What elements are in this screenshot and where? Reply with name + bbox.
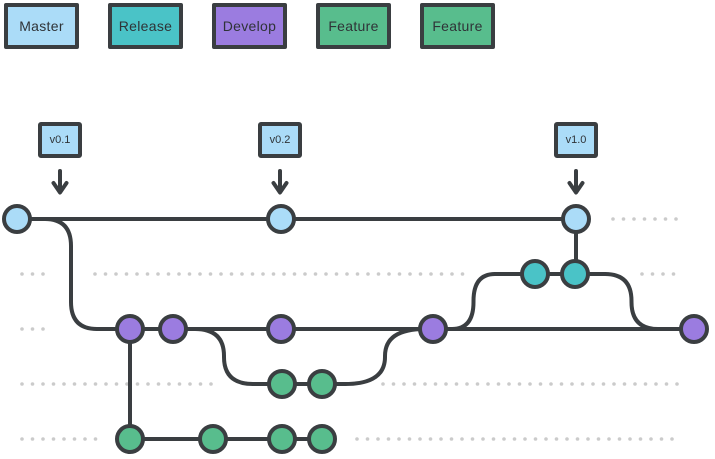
branch-feature-1-from-develop	[193, 327, 255, 386]
tag-v1-0: v1.0	[554, 122, 598, 158]
tag-label: v0.2	[269, 134, 291, 146]
legend-label: Feature	[432, 18, 483, 34]
legend-label: Master	[19, 18, 64, 34]
branch-develop-from-master	[43, 217, 99, 331]
down-arrow-icon	[567, 169, 585, 195]
legend-item-develop: Develop	[212, 3, 287, 49]
commit-develop	[418, 314, 448, 344]
commit-develop	[679, 314, 709, 344]
commit-master	[266, 204, 296, 234]
commit-feature	[198, 424, 228, 454]
commit-feature	[267, 369, 297, 399]
legend-label: Develop	[222, 18, 277, 34]
commit-develop	[266, 314, 296, 344]
commit-release	[520, 259, 550, 289]
commit-develop	[115, 314, 145, 344]
merge-feature-1-into-develop	[343, 327, 427, 386]
down-arrow-icon	[51, 169, 69, 195]
tag-v0-2: v0.2	[258, 122, 302, 158]
legend: Master Release Develop Feature Feature	[4, 3, 495, 49]
tag-v0-1: v0.1	[38, 122, 82, 158]
commit-master	[2, 204, 32, 234]
commit-master	[561, 204, 591, 234]
legend-item-master: Master	[4, 3, 79, 49]
commit-release	[560, 259, 590, 289]
legend-item-release: Release	[108, 3, 183, 49]
branch-release-from-develop	[450, 272, 497, 331]
legend-item-feature-1: Feature	[316, 3, 391, 49]
tag-label: v1.0	[565, 134, 587, 146]
commit-feature	[307, 424, 337, 454]
commit-feature	[115, 424, 145, 454]
legend-label: Feature	[328, 18, 379, 34]
commit-develop	[158, 314, 188, 344]
legend-label: Release	[118, 18, 173, 34]
commit-feature	[267, 424, 297, 454]
down-arrow-icon	[271, 169, 289, 195]
legend-item-feature-2: Feature	[420, 3, 495, 49]
merge-release-into-develop	[603, 272, 660, 331]
tag-label: v0.1	[49, 134, 71, 146]
commit-feature	[307, 369, 337, 399]
